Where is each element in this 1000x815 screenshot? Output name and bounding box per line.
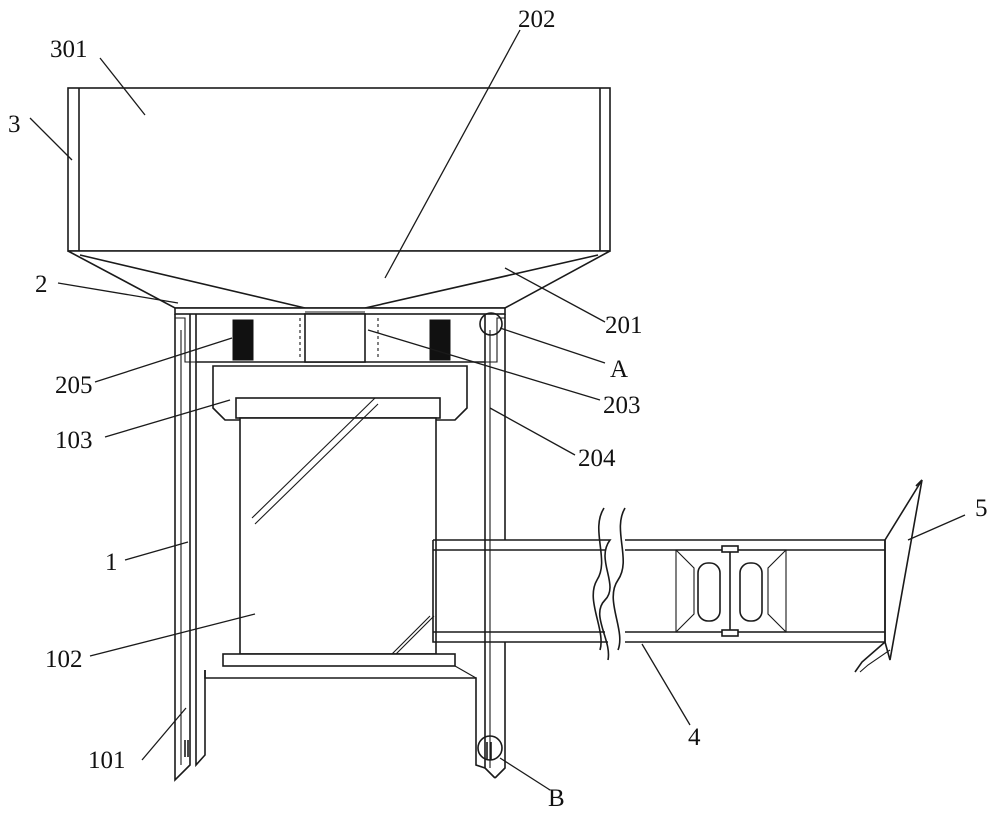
hopper-box	[67, 87, 611, 252]
top-plate	[174, 307, 506, 315]
seal-chamber	[196, 313, 485, 363]
label-3: 3	[8, 111, 21, 138]
feed-port	[304, 313, 366, 363]
nozzle-5	[854, 479, 923, 673]
reference-labels: 301 3 202 2 201 A 205 203 103 204 1 5 10…	[8, 6, 988, 812]
left-outer-wall	[174, 314, 196, 782]
seal-block-left	[232, 319, 254, 361]
label-202: 202	[518, 6, 556, 33]
cap-103	[212, 365, 468, 421]
cylinder-102	[222, 397, 456, 667]
label-2: 2	[35, 271, 48, 298]
bottom-frame	[204, 665, 486, 769]
label-205: 205	[55, 372, 93, 399]
label-5: 5	[975, 495, 988, 522]
detail-circle-b	[477, 735, 503, 761]
label-102: 102	[45, 646, 83, 673]
funnel	[67, 250, 611, 309]
label-203: 203	[603, 392, 641, 419]
label-204: 204	[578, 445, 616, 472]
leader-lines	[29, 29, 966, 791]
label-101: 101	[88, 747, 126, 774]
label-1: 1	[105, 549, 118, 576]
label-4: 4	[688, 724, 701, 751]
label-b: B	[548, 785, 565, 812]
detail-circles	[477, 312, 503, 761]
label-301: 301	[50, 36, 88, 63]
impeller	[675, 545, 787, 637]
label-a: A	[610, 356, 628, 383]
label-103: 103	[55, 427, 93, 454]
right-outer-wall	[484, 314, 506, 779]
label-201: 201	[605, 312, 643, 339]
left-inner-wall	[195, 314, 206, 768]
arm-pipe	[432, 507, 885, 661]
detail-circle-a	[479, 312, 503, 336]
